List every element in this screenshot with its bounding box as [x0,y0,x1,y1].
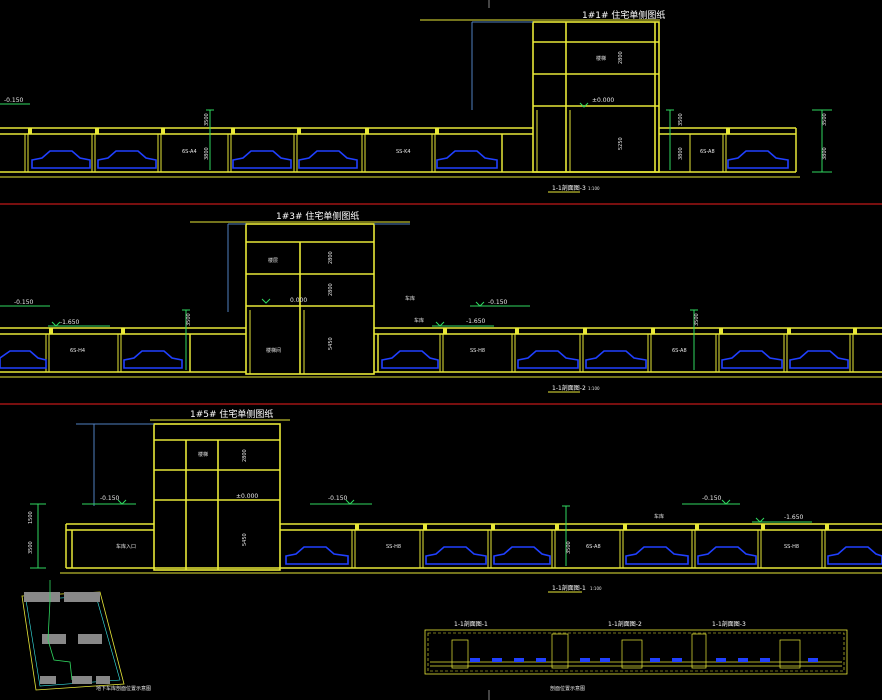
section-1-dim-5: 3500 [566,541,572,554]
section-1-columns [351,530,826,568]
section-3-dims [206,109,832,173]
site-plan-caption: 地下车库剖面位置示意图 [96,685,151,692]
section-1-garage [60,523,882,574]
section-3-dim-1: 3500 [204,113,210,126]
section-1-room-3: 6S-A8 [586,544,601,550]
key-plan-label-3: 1-1剖面图-3 [712,620,746,628]
key-plan-label-1: 1-1剖面图-1 [454,620,488,628]
section-2-columns [45,334,854,372]
section-3-elev-left: -0.150 [4,97,24,104]
section-3-elev-core: ±0.000 [592,97,614,104]
key-plan-label-2: 1-1剖面图-2 [608,620,642,628]
section-3-dim-6: 3800 [678,147,684,160]
section-1-scale: 1:100 [590,586,602,591]
section-2-scale: 1:100 [588,386,600,391]
section-2-cars [0,350,849,369]
section-3-dim-3: 2800 [618,51,624,64]
section-2-dim-1: 3500 [186,313,192,326]
section-1-core [153,423,281,571]
section-2-dim-5: 3500 [694,313,700,326]
section-1-elev-right: -0.150 [702,495,722,502]
section-3: 1#1# 住宅单侧图纸 楼梯 ±0.000 -0.150 [0,9,832,193]
section-1-core-room: 楼梯 [198,451,208,458]
section-3-room-1: 6S-A4 [182,149,197,155]
section-1-elev-mid: -0.150 [328,495,348,502]
section-2-room-3: 6S-A8 [672,348,687,354]
section-1-title: 1#5# 住宅单侧图纸 [190,408,273,420]
section-2-label-right: 车库 [414,317,424,324]
section-1-room-4: SS-H8 [784,544,799,550]
section-3-dim-7: 3500 [822,113,828,126]
section-2-elev-basement-left: -1.650 [60,319,80,326]
section-2-dim-2: 2800 [328,251,334,264]
section-2-elev-basement-right: -1.650 [466,318,486,325]
section-3-garage [0,127,800,178]
section-2-caption: 1-1剖面图-2 [552,384,586,392]
section-1-dim-3: 2800 [242,449,248,462]
section-1-elev-basement-right: -1.650 [784,514,804,521]
section-1-cars [285,546,882,565]
section-2-label-mid: 车库 [405,295,415,302]
section-1-label-mid: 车库 [654,513,664,520]
section-2-room-2: SS-H8 [470,348,485,354]
section-1: 1#5# 住宅单侧图纸 楼梯 ±0.000 -0.150 -0.150 -0.1… [28,408,882,593]
section-2-core [245,223,375,375]
section-1-room-1: 车库入口 [116,543,136,550]
section-2-dim-3: 2800 [328,283,334,296]
section-3-room-2: SS-K4 [396,149,411,155]
section-1-room-2: SS-H8 [386,544,401,550]
section-2-core-room: 楼梯间 [266,347,281,354]
section-3-columns [24,134,727,172]
section-2-title: 1#3# 住宅单侧图纸 [276,210,359,222]
section-2-dims [182,309,698,370]
section-3-title: 1#1# 住宅单侧图纸 [582,9,665,21]
section-3-dim-8: 3800 [822,147,828,160]
section-1-dim-4: 5450 [242,533,248,546]
section-2-elev-left: -0.150 [14,299,34,306]
section-2-elev-right: -0.150 [488,299,508,306]
section-3-cars [31,150,789,169]
section-1-dim-2: 3500 [28,541,34,554]
section-2-room-1: 6S-H4 [70,348,85,354]
section-2-elev-core: 0.000 [290,297,307,304]
section-2-core-floor: 楼层 [268,257,278,264]
section-3-scale: 1:100 [588,186,600,191]
section-2-garage [0,327,882,378]
key-plan-caption: 剖面位置示意图 [550,685,585,692]
section-2-dim-4: 5450 [328,337,334,350]
section-1-caption: 1-1剖面图-1 [552,584,586,592]
site-plan: 地下车库剖面位置示意图 [21,580,151,692]
section-3-core-room: 楼梯 [596,55,606,62]
section-3-caption: 1-1剖面图-3 [552,184,586,192]
section-1-elev-left: -0.150 [100,495,120,502]
section-2: 1#3# 住宅单侧图纸 楼梯间 楼层 0.000 -0.150 -1.650 -… [0,210,882,393]
section-3-dim-2: 3800 [204,147,210,160]
section-1-dims [30,503,570,569]
section-3-dim-5: 3500 [678,113,684,126]
section-1-elev-core: ±0.000 [236,493,258,500]
section-3-dim-4: 5250 [618,137,624,150]
section-3-room-3: 6S-A8 [700,149,715,155]
key-plan: 1-1剖面图-1 1-1剖面图-2 1-1剖面图-3 剖面位置示意图 [424,620,848,692]
section-1-dim-1: 1500 [28,511,34,524]
